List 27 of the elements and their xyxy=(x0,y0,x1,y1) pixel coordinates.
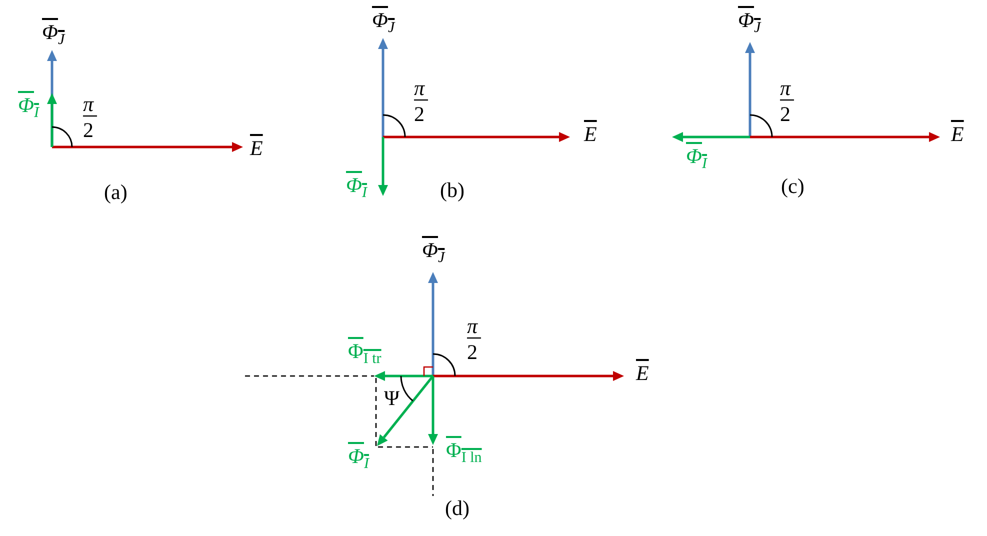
vector-label: Φ$_{I}$ xyxy=(18,95,39,122)
vector-label: Φ$_{I}$ xyxy=(686,146,707,172)
vector-label: Φ$_{I}$ xyxy=(346,175,367,202)
angle-label: 2 xyxy=(414,104,424,125)
angle-label: π xyxy=(780,78,791,99)
vector-label: Φ$_{I tr}$ xyxy=(348,341,382,368)
vector-label: E xyxy=(636,363,649,384)
vector-label: Φ$_{I}$ xyxy=(348,446,369,472)
vector-label: Φ$_{J}$ xyxy=(738,10,761,36)
vector-label: Φ$_{I ln}$ xyxy=(446,440,482,466)
angle-label: π xyxy=(467,316,478,337)
angle-label: 2 xyxy=(780,104,790,125)
panel-label: (b) xyxy=(440,180,464,201)
angle-label: π xyxy=(414,78,425,99)
vector-label: E xyxy=(584,124,597,145)
vector-label: E xyxy=(951,124,964,145)
panel-label: (d) xyxy=(445,498,470,519)
angle-label: 2 xyxy=(83,120,94,141)
vector-label: Φ$_{J}$ xyxy=(372,10,395,36)
panel-label: (a) xyxy=(104,182,128,203)
angle-label: 2 xyxy=(467,342,478,363)
angle-label: π xyxy=(83,94,94,115)
angle-label: Ψ xyxy=(384,388,400,409)
vector-label: E xyxy=(250,138,263,159)
vector-label: Φ$_{J}$ xyxy=(422,240,445,266)
panel-label: (c) xyxy=(781,176,804,197)
vector-label: Φ$_{J}$ xyxy=(42,22,65,48)
